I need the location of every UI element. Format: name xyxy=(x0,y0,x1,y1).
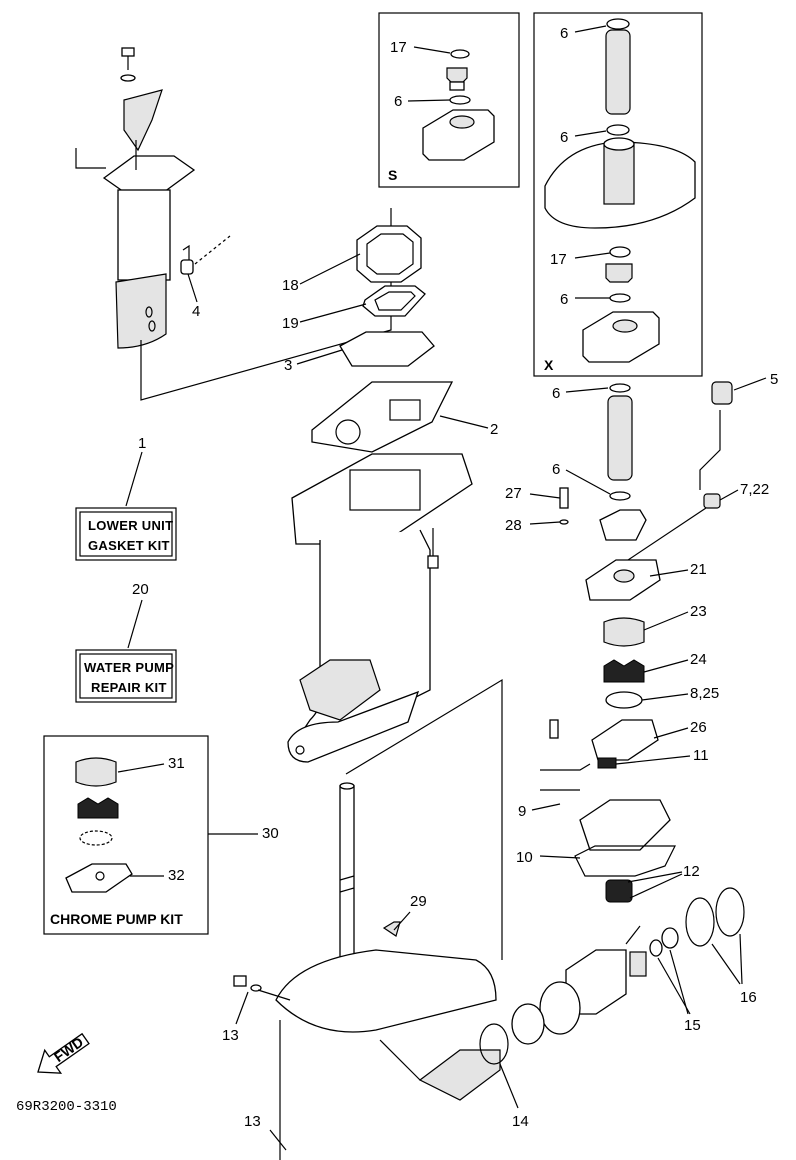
callout-1: 1 xyxy=(138,435,146,452)
water-pump-stack: 5 6 6 7,22 27 28 21 23 24 8,25 26 11 9 1… xyxy=(505,371,778,903)
callout-16: 16 xyxy=(740,989,757,1006)
inset-x-label: X xyxy=(544,357,554,373)
callout-8-25: 8,25 xyxy=(690,685,719,702)
callout-27: 27 xyxy=(505,485,522,502)
callout-3: 3 xyxy=(284,357,292,374)
lower-unit-kit-line1: LOWER UNIT xyxy=(88,518,173,533)
callout-21: 21 xyxy=(690,561,707,578)
callout-14: 14 xyxy=(512,1113,529,1130)
gasket-stack: 18 19 3 2 xyxy=(282,225,498,453)
callout-17-x: 17 xyxy=(550,251,567,268)
callout-11: 11 xyxy=(693,747,709,764)
callout-30: 30 xyxy=(262,825,279,842)
inset-s-label: S xyxy=(388,167,397,183)
water-pump-kit-line1: WATER PUMP xyxy=(84,660,174,675)
callout-5: 5 xyxy=(770,371,778,388)
callout-17: 17 xyxy=(390,39,407,56)
fwd-arrow: FWD xyxy=(37,1032,90,1074)
callout-28: 28 xyxy=(505,517,522,534)
gearcase xyxy=(275,921,501,1160)
inset-x: X 6 6 17 6 xyxy=(533,12,703,377)
drain-screws: 13 13 29 xyxy=(222,893,427,1151)
callout-12: 12 xyxy=(683,863,700,880)
inset-s: S 17 6 xyxy=(378,12,520,188)
callout-26: 26 xyxy=(690,719,707,736)
callout-23: 23 xyxy=(690,603,707,620)
water-pump-kit-line2: REPAIR KIT xyxy=(91,680,167,695)
callout-6-x-bot: 6 xyxy=(560,291,568,308)
callout-32: 32 xyxy=(168,867,185,884)
kit-labels: 1 LOWER UNIT GASKET KIT 20 WATER PUMP RE… xyxy=(75,435,177,703)
callout-19: 19 xyxy=(282,315,299,332)
callout-6-a: 6 xyxy=(552,385,560,402)
lower-unit-kit-line2: GASKET KIT xyxy=(88,538,170,553)
callout-29: 29 xyxy=(410,893,427,910)
callout-31: 31 xyxy=(168,755,185,772)
callout-20: 20 xyxy=(132,581,149,598)
callout-7-22: 7,22 xyxy=(740,481,769,498)
propshaft-seals: 16 15 14 xyxy=(479,887,757,1130)
callout-2: 2 xyxy=(490,421,498,438)
callout-13-a: 13 xyxy=(222,1027,239,1044)
callout-6-b: 6 xyxy=(552,461,560,478)
callout-24: 24 xyxy=(690,651,707,668)
upper-casing-assembly: 4 xyxy=(75,47,392,401)
callout-10: 10 xyxy=(516,849,533,866)
chrome-pump-kit-label: CHROME PUMP KIT xyxy=(50,911,183,927)
callout-6: 6 xyxy=(394,93,402,110)
drive-shaft xyxy=(339,678,503,967)
diagram-id: 69R3200-3310 xyxy=(16,1099,117,1115)
callout-6-x-mid: 6 xyxy=(560,129,568,146)
callout-13-b: 13 xyxy=(244,1113,261,1130)
callout-6-x-top: 6 xyxy=(560,25,568,42)
callout-18: 18 xyxy=(282,277,299,294)
lower-casing-housing xyxy=(287,453,473,763)
callout-9: 9 xyxy=(518,803,526,820)
chrome-pump-kit: 31 32 CHROME PUMP KIT 30 xyxy=(43,735,279,935)
callout-4: 4 xyxy=(192,303,200,320)
callout-15: 15 xyxy=(684,1017,701,1034)
